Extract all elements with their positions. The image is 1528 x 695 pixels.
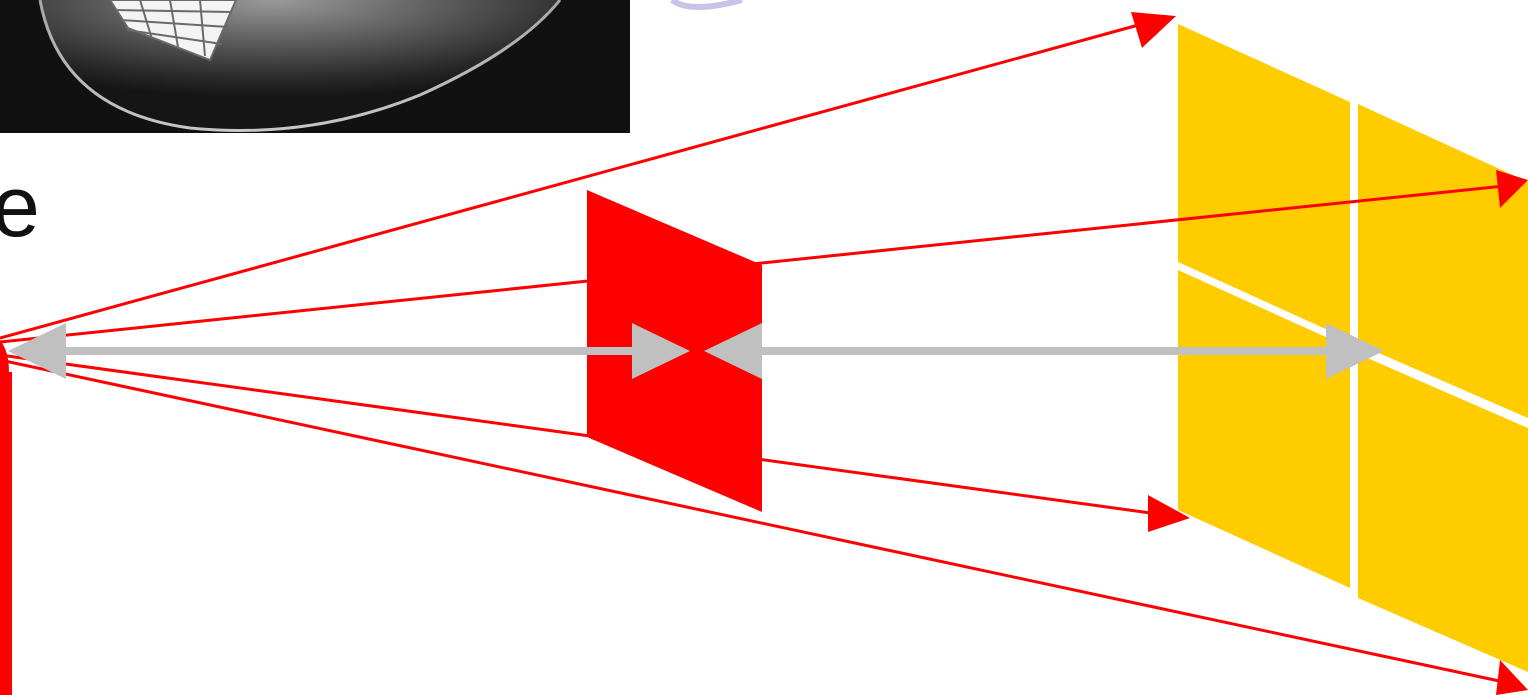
focal-distance-left-arrowhead-icon	[8, 323, 66, 379]
camera-post	[0, 340, 12, 695]
partial-glyph-icon	[672, 0, 742, 7]
partial-text: e	[0, 159, 40, 255]
ray-lower	[0, 355, 1158, 514]
ray-top-arrowhead-icon	[1131, 12, 1176, 48]
sphere-photo	[0, 0, 630, 133]
camera-post-bar	[0, 372, 12, 695]
